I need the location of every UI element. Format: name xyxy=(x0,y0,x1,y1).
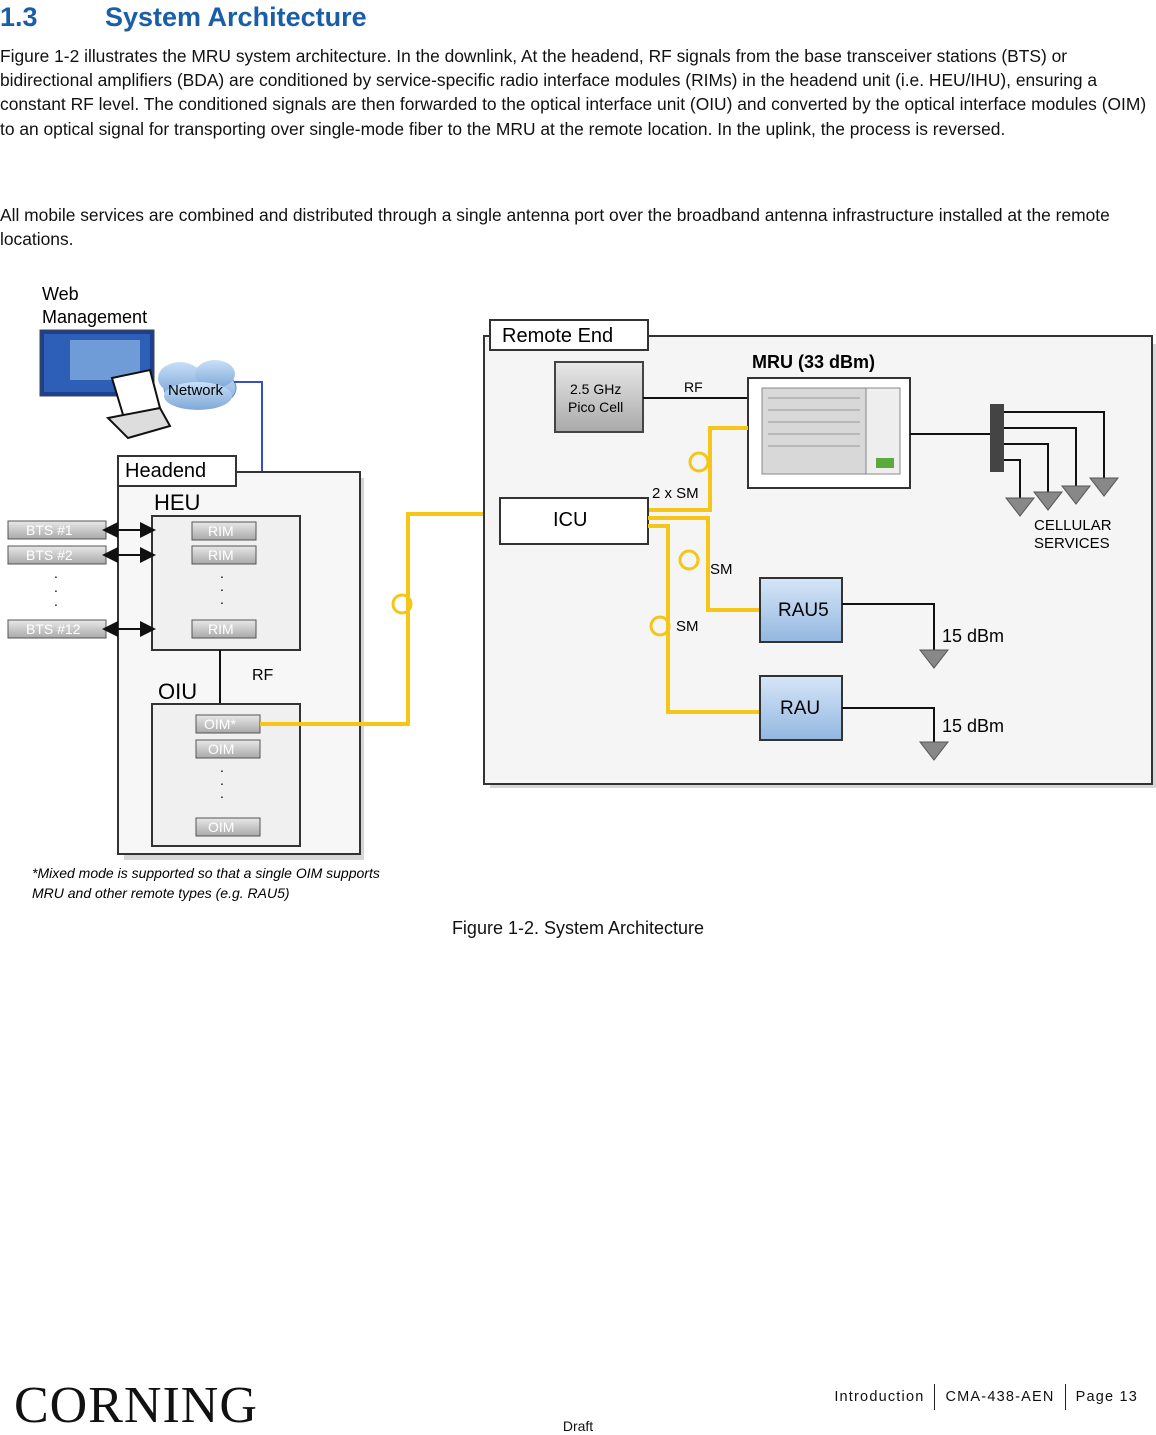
oim-label-1: OIM* xyxy=(204,716,236,732)
rau5-box xyxy=(759,577,843,643)
svg-text:.: . xyxy=(220,772,224,788)
svg-text:.: . xyxy=(54,593,58,609)
network-cloud-icon xyxy=(158,360,237,410)
dbm-label-2: 15 dBm xyxy=(942,716,1004,736)
cellular-label-1: CELLULAR xyxy=(1034,517,1112,534)
oim-label-2: OIM xyxy=(208,741,234,757)
fiber-icu-mru xyxy=(648,426,748,512)
heu-label: HEU xyxy=(154,490,200,515)
rim-module-1 xyxy=(191,521,257,541)
figure-caption: Figure 1-2. System Architecture xyxy=(451,918,705,938)
oim-module-2 xyxy=(195,739,261,759)
web-management-label-2: Management xyxy=(42,307,147,327)
corning-logo: CORNING xyxy=(14,1377,258,1434)
headend-tab xyxy=(117,455,237,487)
svg-text:.: . xyxy=(54,565,58,581)
headend-label: Headend xyxy=(125,460,206,482)
mru-label: MRU (33 dBm) xyxy=(752,352,875,372)
cellular-label-2: SERVICES xyxy=(1034,535,1110,552)
footer-page-number: Page 13 xyxy=(1075,1388,1138,1405)
section-number: 1.3 xyxy=(0,2,38,32)
network-label: Network xyxy=(168,382,224,399)
svg-text:.: . xyxy=(220,591,224,607)
rau-label: RAU xyxy=(780,698,820,719)
network-link xyxy=(234,381,263,514)
bts-12-label: BTS #12 xyxy=(26,621,81,637)
draft-label: Draft xyxy=(562,1418,594,1434)
system-architecture-diagram: Web Management Network Headend HEU RIM R… xyxy=(7,284,1156,901)
footer-section: Introduction xyxy=(834,1388,925,1405)
svg-text:.: . xyxy=(220,785,224,801)
fiber-oim-icu xyxy=(260,512,500,726)
remote-end-tab xyxy=(489,319,649,351)
mixed-mode-note-2: MRU and other remote types (e.g. RAU5) xyxy=(32,885,290,901)
oim-label-3: OIM xyxy=(208,819,234,835)
bts-2-label: BTS #2 xyxy=(26,547,73,563)
rim-module-2 xyxy=(191,545,257,565)
rim-label-1: RIM xyxy=(208,523,234,539)
svg-text:.: . xyxy=(220,759,224,775)
mru-device-image xyxy=(761,387,867,475)
antenna-icon-2 xyxy=(1060,485,1092,505)
fiber-icu-rau xyxy=(648,524,760,714)
icu-box xyxy=(499,497,649,545)
oim-module-3 xyxy=(195,817,261,837)
svg-text:.: . xyxy=(220,578,224,594)
laptop-icon xyxy=(105,368,172,440)
antenna-icon-rau xyxy=(918,741,950,761)
bts-1-label: BTS #1 xyxy=(26,522,73,538)
footer-info: Introduction CMA-438-AEN Page 13 xyxy=(824,1384,1148,1410)
antenna-icon-3 xyxy=(1032,491,1064,511)
rau-box xyxy=(759,675,843,741)
antenna-icon-rau5 xyxy=(918,649,950,669)
fiber-icu-rau5 xyxy=(648,516,760,612)
paragraph-architecture: Figure 1-2 illustrates the MRU system ar… xyxy=(0,46,1147,139)
svg-text:.: . xyxy=(54,579,58,595)
web-management-label-1: Web xyxy=(42,284,79,304)
sm-label-1: SM xyxy=(710,561,733,578)
oiu-label: OIU xyxy=(158,679,197,704)
icu-label: ICU xyxy=(553,509,587,531)
remote-end-label: Remote End xyxy=(502,325,613,347)
fiber-coil-icon xyxy=(688,451,710,473)
rau5-label: RAU5 xyxy=(778,600,829,621)
rim-label-2: RIM xyxy=(208,547,234,563)
fiber-coil-icon xyxy=(649,615,671,637)
footer-doc-number: CMA-438-AEN xyxy=(945,1388,1055,1405)
rim-module-3 xyxy=(191,619,257,639)
fiber-coil-icon xyxy=(391,593,413,615)
antenna-icon-4 xyxy=(1004,497,1036,517)
paragraph-services: All mobile services are combined and dis… xyxy=(0,205,1110,250)
pico-cell-box xyxy=(554,361,644,433)
fiber-coil-icon xyxy=(678,549,700,571)
splitter xyxy=(990,404,1004,472)
svg-text:.: . xyxy=(220,565,224,581)
section-heading: 1.3 System Architecture xyxy=(0,2,367,33)
rf-left-label: RF xyxy=(252,667,274,684)
section-title: System Architecture xyxy=(105,2,367,32)
monitor-screenshot-icon xyxy=(39,329,155,397)
rf-right-label: RF xyxy=(684,379,703,395)
mixed-mode-note-1: *Mixed mode is supported so that a singl… xyxy=(32,865,380,881)
rim-label-3: RIM xyxy=(208,621,234,637)
dbm-label-1: 15 dBm xyxy=(942,626,1004,646)
pico-cell-label-1: 2.5 GHz xyxy=(570,381,621,397)
sm-label-2: SM xyxy=(676,618,699,635)
antenna-icon-1 xyxy=(1088,477,1120,497)
pico-cell-label-2: Pico Cell xyxy=(568,399,623,415)
two-sm-label: 2 x SM xyxy=(652,485,699,502)
